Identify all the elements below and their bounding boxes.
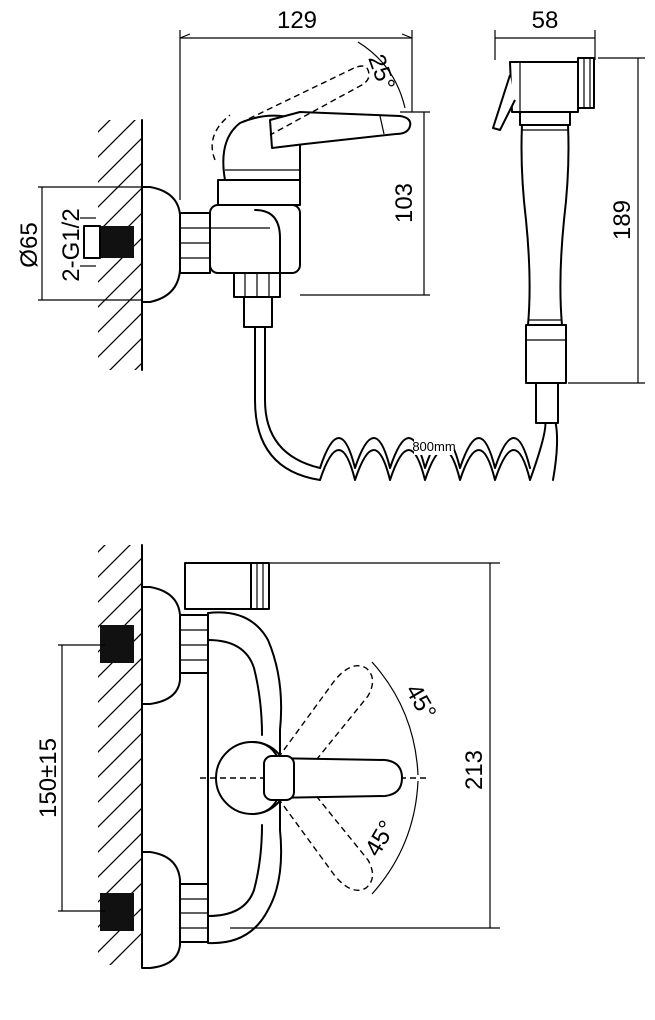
- rosette-upper: [141, 586, 181, 705]
- handle-angle-label: 25°: [362, 51, 400, 94]
- shower-width-label: 58: [532, 7, 559, 34]
- wall-connector-top: [100, 226, 134, 258]
- valve-body-side: [209, 204, 301, 274]
- height-dimension: [300, 111, 430, 296]
- wall-connector-lower: [100, 893, 134, 931]
- rosette-dimension: [38, 186, 150, 301]
- front-view: 150±15: [35, 544, 500, 969]
- lever-position-down: [277, 775, 374, 891]
- lever-handle-raised: [239, 65, 370, 136]
- hex-nut-upper: [179, 614, 209, 674]
- width-dimension: [179, 30, 413, 200]
- wall-connector-upper: [100, 625, 134, 663]
- hose-label: 800mm: [412, 439, 455, 454]
- total-height-label: 213: [461, 750, 488, 790]
- lower-angle-label: 45°: [360, 816, 402, 861]
- spacing-label: 150±15: [35, 738, 62, 818]
- width-label: 129: [277, 7, 317, 34]
- outlet-elbow: [184, 562, 252, 610]
- lever-handle: [269, 111, 412, 149]
- rosette-label: Ø65: [16, 222, 43, 267]
- rosette-top: [141, 186, 181, 303]
- angle-arc-upper: [371, 661, 419, 776]
- cartridge-cap: [217, 179, 301, 206]
- side-view: Ø65 2-G1/2: [16, 7, 559, 481]
- coiled-hose: [254, 326, 559, 481]
- rosette-lower: [141, 851, 181, 969]
- lever-position-up: [277, 665, 374, 781]
- thread-label: 2-G1/2: [58, 208, 85, 281]
- angle-arc-lower: [371, 780, 419, 895]
- shower-handle-body: [520, 124, 570, 326]
- lever-front: [267, 757, 403, 799]
- shower-length-label: 189: [609, 200, 636, 240]
- hand-shower: 58 189: [492, 7, 645, 424]
- wall-hatch-bottom: [98, 545, 142, 965]
- handle-angle-arc: [357, 41, 406, 109]
- height-label: 103: [391, 183, 418, 223]
